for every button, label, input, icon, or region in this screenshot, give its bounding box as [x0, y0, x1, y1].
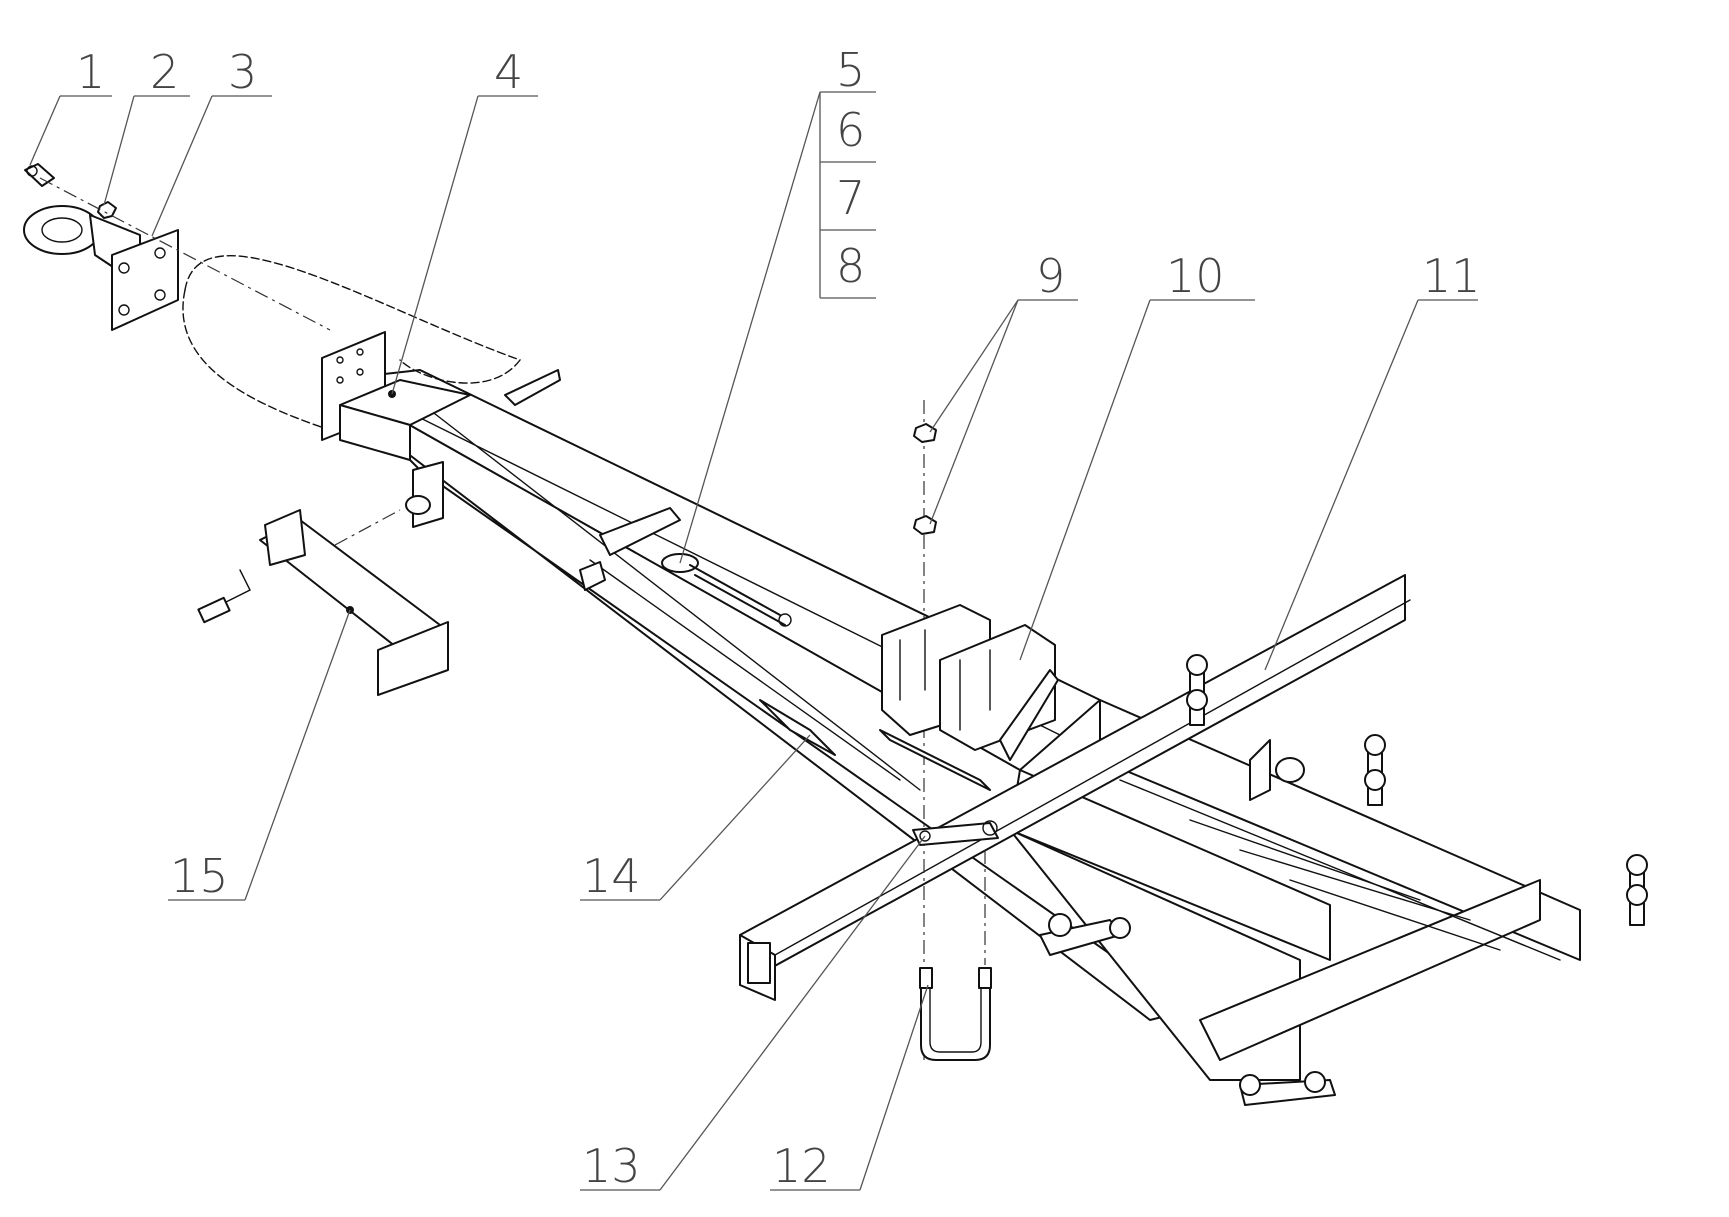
callout-2: 2	[150, 45, 179, 99]
callout-3: 3	[228, 45, 257, 99]
callout-labels: 1 2 3 4 5 6 7 8 9 10 11 12 13 14 15	[76, 43, 1481, 1193]
control-rod	[579, 507, 792, 627]
nut	[97, 201, 117, 219]
jack-axis-line	[334, 509, 401, 546]
callout-12: 12	[772, 1139, 831, 1193]
callout-15: 15	[170, 849, 229, 903]
callout-1: 1	[76, 45, 105, 99]
jack-mount-flange	[405, 461, 444, 528]
callout-7: 7	[836, 171, 865, 225]
safety-chain	[182, 255, 522, 431]
callout-8: 8	[836, 239, 865, 293]
support-blocks	[881, 604, 1059, 761]
clip-plate	[912, 820, 999, 846]
bolt-axis-line	[39, 177, 331, 331]
callout-10: 10	[1166, 249, 1225, 303]
callout-13: 13	[582, 1139, 641, 1193]
callout-stack-frame	[819, 91, 876, 299]
jack-stand	[197, 509, 449, 696]
bolt	[24, 163, 55, 187]
callout-4: 4	[494, 45, 523, 99]
coupling-head	[23, 205, 179, 331]
leader-lines	[29, 91, 1478, 1191]
frame-clamps	[1039, 654, 1648, 1106]
cross-tube	[739, 574, 1411, 1001]
u-bolt	[919, 850, 992, 1061]
callout-6: 6	[836, 103, 865, 157]
spring-plate	[759, 699, 991, 791]
callout-5: 5	[836, 43, 865, 97]
callout-11: 11	[1422, 249, 1481, 303]
nuts	[913, 423, 937, 535]
callout-14: 14	[582, 849, 641, 903]
callout-9: 9	[1036, 249, 1065, 303]
